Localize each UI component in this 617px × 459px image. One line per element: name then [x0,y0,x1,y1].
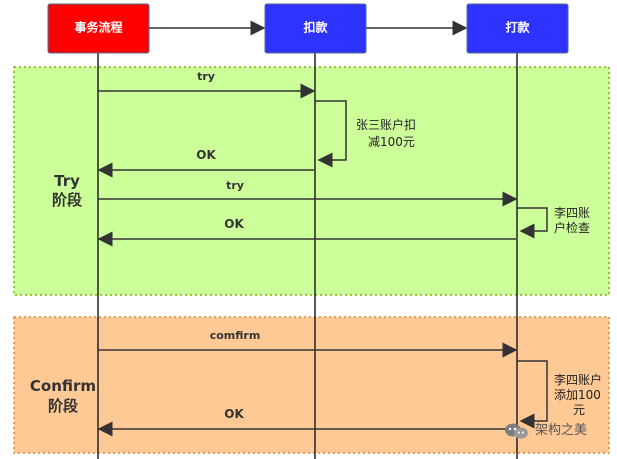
debit-box [264,3,367,54]
debit-note-line-1: 张三账户扣 [356,117,416,132]
watermark-text: 架构之美 [535,423,587,438]
try-phase-subtitle: 阶段 [52,191,82,209]
credit-check-note-line-1: 李四账 [554,205,590,220]
try-to-debit-label: try [197,70,215,83]
try-phase-title: Try [54,172,80,190]
credit-add-loop [517,360,548,429]
debit-label: 扣款 [303,20,328,35]
confirm-ok-label: OK [224,407,244,421]
credit-ok-label: OK [224,217,244,231]
wechat-icon [505,423,528,439]
debit-ok-label: OK [196,148,216,162]
try-to-credit-label: try [226,179,244,192]
credit-add-note-line-3: 元 [573,403,585,417]
credit-add-note-line-1: 李四账户 [554,372,602,387]
credit-label: 打款 [505,20,530,35]
credit-check-loop [517,207,548,239]
confirm-to-credit-label: comfirm [210,329,261,342]
process-label: 事务流程 [74,20,122,35]
credit-check-note-line-2: 户检查 [554,220,590,235]
debit-self-loop [315,100,347,168]
credit-box [466,3,569,54]
confirm-phase-title: Confirm [30,377,96,395]
try-phase-region [13,66,610,296]
debit-note-line-2: 减100元 [368,135,415,149]
process-box [47,3,150,54]
confirm-phase-subtitle: 阶段 [48,397,78,415]
credit-add-note-line-2: 添加100 [554,388,601,402]
